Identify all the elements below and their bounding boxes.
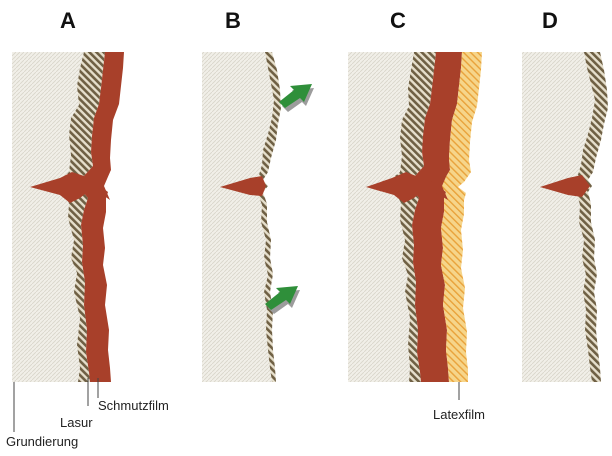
panel-label-d: D xyxy=(542,8,558,33)
panel-label-c: C xyxy=(390,8,406,33)
label-latexfilm: Latexfilm xyxy=(433,407,485,422)
arrow-icon xyxy=(279,84,314,112)
label-grundierung: Grundierung xyxy=(6,434,78,449)
panel-d xyxy=(522,52,608,382)
label-schmutzfilm: Schmutzfilm xyxy=(98,398,169,413)
panel-a xyxy=(12,52,124,382)
panel-label-b: B xyxy=(225,8,241,33)
panel-label-a: A xyxy=(60,8,76,33)
label-lasur: Lasur xyxy=(60,415,93,430)
panel-b xyxy=(202,52,314,382)
panel-c xyxy=(348,52,482,382)
